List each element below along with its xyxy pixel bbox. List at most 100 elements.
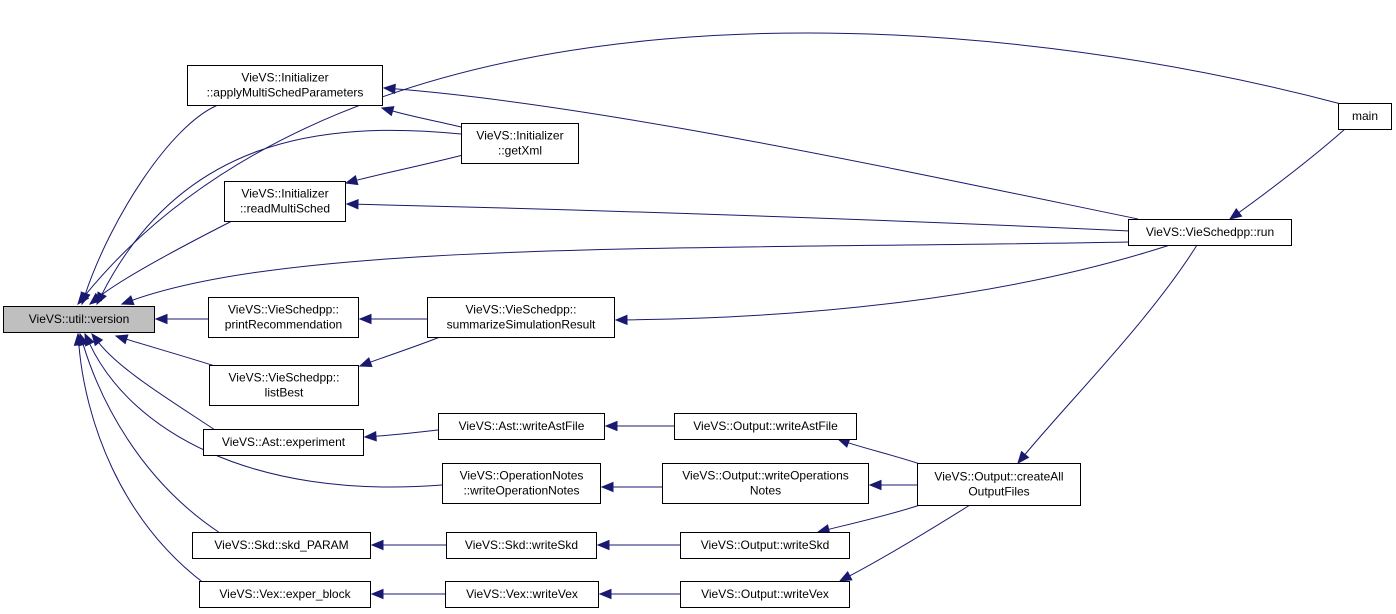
node-box — [461, 123, 579, 164]
edge-line — [1237, 128, 1346, 214]
node-label: VieVS::Initializer — [241, 71, 328, 85]
node-label: VieVS::Ast::writeAstFile — [459, 419, 585, 433]
edge-run-to-createAll — [1017, 244, 1198, 465]
node-astWriteAst[interactable]: VieVS::Ast::writeAstFile — [438, 413, 605, 440]
edge-arrowhead — [370, 588, 384, 600]
node-box — [917, 463, 1081, 506]
node-label: VieVS::VieSchedpp:: — [466, 303, 577, 317]
edge-summarize-to-listBest — [358, 336, 441, 367]
node-applyMulti[interactable]: VieVS::Initializer::applyMultiSchedParam… — [187, 65, 383, 106]
edge-createAll-to-outWriteAst — [836, 438, 921, 465]
edge-line — [393, 88, 1139, 220]
edge-line — [374, 429, 439, 437]
edge-experBlock-to-version — [73, 332, 206, 585]
edge-line — [369, 336, 441, 364]
edge-arrowhead — [96, 291, 107, 306]
node-box — [1338, 103, 1392, 130]
node-experiment[interactable]: VieVS::Ast::experiment — [203, 429, 364, 456]
node-box — [199, 581, 371, 608]
edge-run-to-summarize — [614, 244, 1171, 326]
node-skdWriteSkd[interactable]: VieVS::Skd::writeSkd — [446, 532, 597, 559]
edge-arrowhead — [358, 313, 372, 325]
nodes-layer: VieVS::util::version VieVS::Initializer::… — [3, 65, 1392, 608]
node-label: ::writeOperationNotes — [463, 484, 579, 498]
node-label: VieVS::Initializer — [476, 129, 563, 143]
node-box — [3, 306, 155, 333]
edge-arrowhead — [154, 313, 168, 325]
edge-applyMulti-to-version — [80, 104, 219, 306]
edge-line — [84, 104, 219, 295]
node-box — [674, 413, 857, 440]
edge-outWriteSkd-to-skdWriteSkd — [596, 539, 681, 551]
node-label: VieVS::util::version — [29, 312, 130, 326]
node-box — [442, 463, 601, 504]
node-box — [662, 463, 869, 504]
node-label: VieVS::Ast::experiment — [222, 435, 346, 449]
node-box — [446, 532, 597, 559]
node-label: VieVS::OperationNotes — [460, 469, 584, 483]
edge-line — [78, 343, 206, 585]
edge-arrowhead — [838, 571, 853, 582]
node-box — [192, 532, 371, 559]
node-label: VieVS::Vex::exper_block — [219, 587, 351, 601]
edge-arrowhead — [363, 431, 377, 442]
node-box — [680, 532, 850, 559]
node-vexWriteVex[interactable]: VieVS::Vex::writeVex — [445, 581, 599, 608]
node-label: listBest — [265, 386, 304, 400]
node-writeOpNotes[interactable]: VieVS::OperationNotes::writeOperationNot… — [442, 463, 601, 504]
edge-line — [97, 341, 216, 431]
node-main[interactable]: main — [1338, 103, 1392, 130]
edge-arrowhead — [73, 332, 85, 346]
node-printRec[interactable]: VieVS::VieSchedpp::printRecommendation — [208, 297, 359, 338]
edge-experiment-to-version — [91, 332, 216, 431]
edge-line — [125, 338, 216, 367]
edge-run-to-version — [120, 241, 1131, 306]
node-label: VieVS::Skd::writeSkd — [465, 538, 578, 552]
edge-vexWriteVex-to-experBlock — [370, 588, 445, 600]
node-box — [203, 429, 364, 456]
node-outWriteVex[interactable]: VieVS::Output::writeVex — [680, 581, 850, 608]
edge-line — [847, 441, 921, 465]
node-outWriteAst[interactable]: VieVS::Output::writeAstFile — [674, 413, 857, 440]
edge-line — [827, 504, 921, 531]
node-label: VieVS::Output::writeVex — [701, 587, 829, 601]
edge-getXml-to-readMulti — [344, 154, 464, 186]
edge-arrowhead — [358, 357, 373, 367]
edge-outWriteOps-to-writeOpNotes — [600, 481, 663, 493]
edge-printRec-to-version — [154, 313, 209, 325]
edge-createAll-to-outWriteVex — [838, 504, 971, 582]
edge-arrowhead — [114, 334, 129, 345]
node-listBest[interactable]: VieVS::VieSchedpp::listBest — [209, 365, 359, 406]
edge-arrowhead — [380, 106, 395, 117]
node-experBlock[interactable]: VieVS::Vex::exper_block — [199, 581, 371, 608]
edge-line — [101, 129, 462, 296]
node-getXml[interactable]: VieVS::Initializer::getXml — [461, 123, 579, 164]
node-skdParam[interactable]: VieVS::Skd::skd_PARAM — [192, 532, 371, 559]
node-label: VieVS::VieSchedpp:: — [229, 371, 340, 385]
edge-line — [625, 244, 1171, 321]
node-readMulti[interactable]: VieVS::Initializer::readMultiSched — [224, 181, 346, 222]
node-version[interactable]: VieVS::util::version — [3, 306, 155, 333]
node-run[interactable]: VieVS::VieSchedpp::run — [1128, 219, 1292, 246]
edge-arrowhead — [604, 420, 618, 432]
edge-line — [848, 504, 971, 577]
edge-main-to-version — [77, 32, 1346, 306]
edge-astWriteAst-to-experiment — [363, 429, 439, 442]
edge-getXml-to-applyMulti — [380, 106, 462, 128]
node-summarize[interactable]: VieVS::VieSchedpp::summarizeSimulationRe… — [427, 297, 615, 338]
node-label: ::applyMultiSchedParameters — [207, 86, 364, 100]
edge-arrowhead — [345, 199, 359, 210]
node-label: main — [1352, 109, 1378, 123]
node-label: VieVS::Initializer — [241, 187, 328, 201]
node-label: VieVS::Output::writeSkd — [701, 538, 830, 552]
node-label: VieVS::Output::writeAstFile — [693, 419, 838, 433]
edge-line — [355, 154, 464, 181]
node-outWriteSkd[interactable]: VieVS::Output::writeSkd — [680, 532, 850, 559]
node-label: VieVS::Output::writeOperations — [682, 469, 849, 483]
edge-main-to-run — [1228, 128, 1346, 220]
node-label: VieVS::Skd::skd_PARAM — [214, 538, 348, 552]
edge-run-to-readMulti — [345, 199, 1131, 232]
edge-skdWriteSkd-to-skdParam — [370, 539, 447, 551]
